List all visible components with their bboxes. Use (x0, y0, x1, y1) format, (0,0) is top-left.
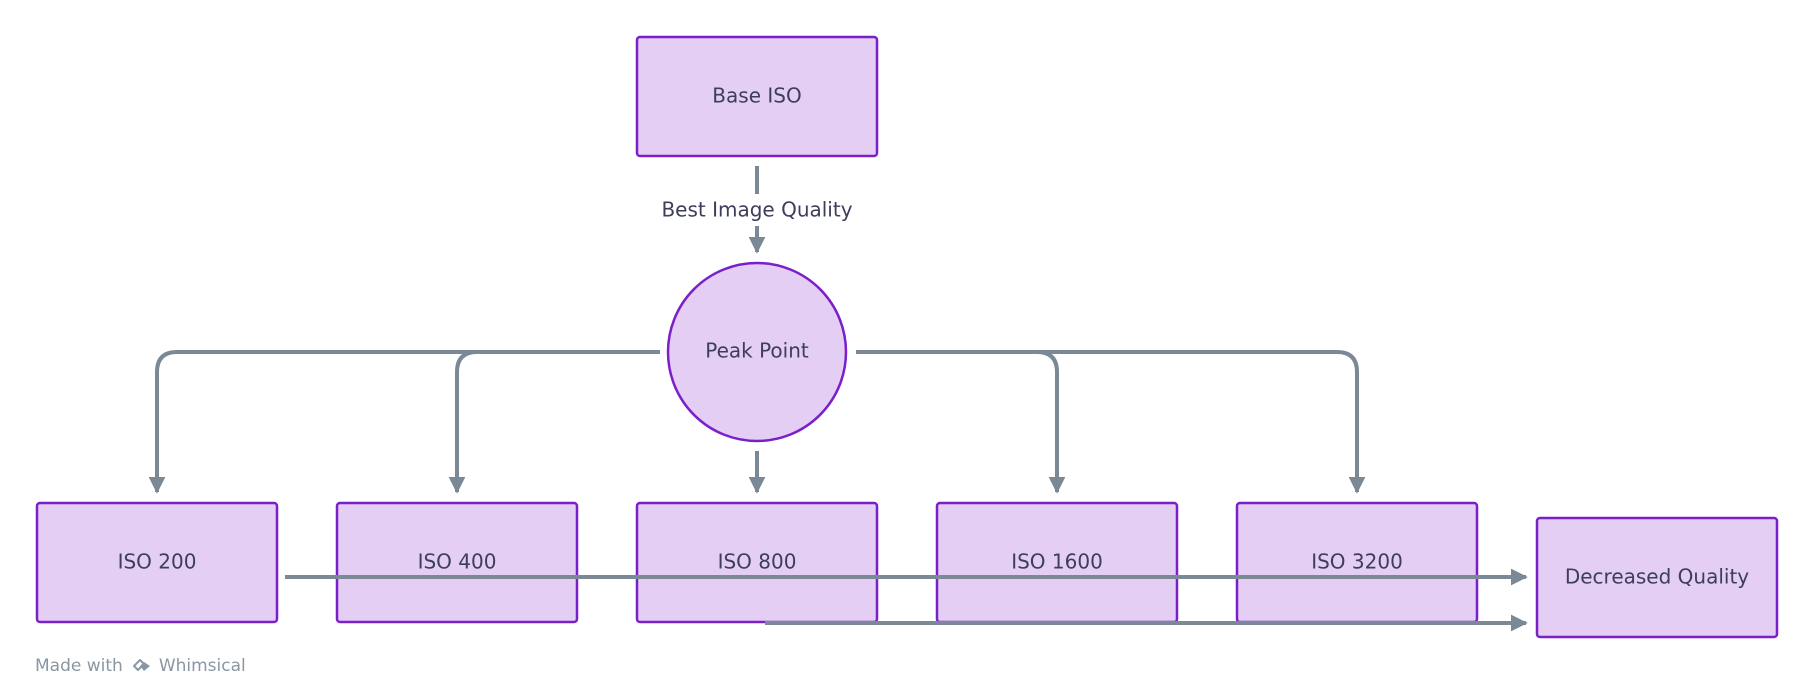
node-iso-400-label: ISO 400 (418, 550, 497, 574)
node-iso-1600-label: ISO 1600 (1011, 550, 1103, 574)
node-decreased-quality[interactable]: Decreased Quality (1535, 516, 1779, 639)
node-decreased-quality-label: Decreased Quality (1565, 565, 1749, 589)
edge-peak-to-iso-200 (148, 350, 660, 494)
node-peak-point[interactable]: Peak Point (666, 261, 848, 443)
node-iso-200-label: ISO 200 (118, 550, 197, 574)
edge-peak-to-iso-3200 (856, 350, 1366, 494)
made-with-whimsical-badge[interactable]: Made with Whimsical (35, 656, 246, 676)
node-base-iso-label: Base ISO (712, 84, 801, 108)
made-with-text: Made with (35, 656, 123, 676)
edge-peak-to-iso-400 (448, 350, 660, 494)
node-peak-point-label: Peak Point (705, 339, 809, 363)
node-iso-3200[interactable]: ISO 3200 (1235, 501, 1479, 624)
edges-to-decreased-quality (285, 568, 1528, 632)
whimsical-brand-text: Whimsical (158, 656, 246, 676)
edge-label-best-image-quality: Best Image Quality (661, 198, 852, 222)
node-base-iso[interactable]: Base ISO (635, 35, 879, 158)
whimsical-logo-icon (130, 658, 152, 674)
node-iso-800[interactable]: ISO 800 (635, 501, 879, 624)
node-iso-800-label: ISO 800 (718, 550, 797, 574)
node-iso-400[interactable]: ISO 400 (335, 501, 579, 624)
node-iso-200[interactable]: ISO 200 (35, 501, 279, 624)
edge-peak-to-iso-1600 (856, 350, 1066, 494)
edges (148, 166, 1366, 494)
node-iso-3200-label: ISO 3200 (1311, 550, 1403, 574)
node-iso-1600[interactable]: ISO 1600 (935, 501, 1179, 624)
